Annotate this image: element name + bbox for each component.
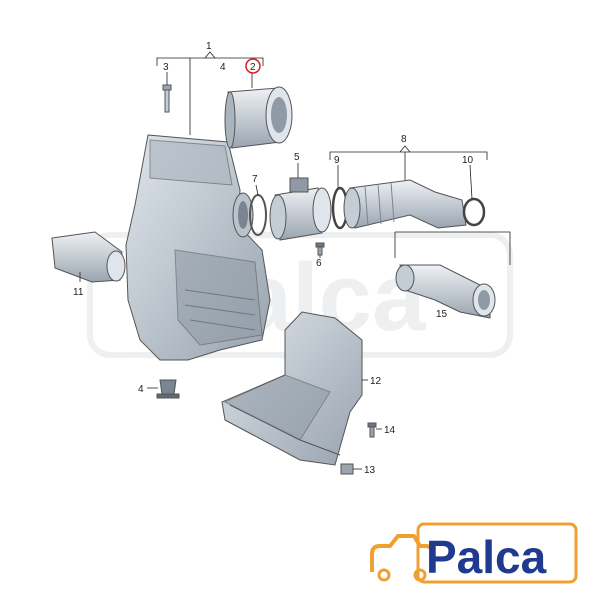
- screw-14: [367, 422, 377, 438]
- air-duct-12: [221, 311, 363, 466]
- bolt-3: [162, 84, 172, 113]
- label-8: 8: [401, 134, 407, 145]
- brand-logo: Palca: [370, 522, 578, 584]
- label-4-grommet: 4: [138, 384, 144, 395]
- logo-text: Palca: [426, 531, 547, 583]
- logo-frame: [416, 522, 578, 584]
- label-10: 10: [462, 155, 474, 166]
- label-13: 13: [364, 465, 376, 476]
- label-14: 14: [384, 425, 396, 436]
- intake-hose-8: [343, 179, 467, 229]
- label-4: 4: [220, 62, 226, 73]
- label-11: 11: [73, 287, 84, 298]
- car-icon: [370, 534, 434, 582]
- air-filter-housing: [125, 134, 271, 361]
- leader-lines: [79, 51, 511, 470]
- label-5: 5: [294, 152, 300, 163]
- label-9: 9: [334, 155, 340, 166]
- label-7: 7: [252, 174, 258, 185]
- intake-duct-11: [51, 231, 126, 283]
- part-labels: 1 3 4 2 5 6 7 8 9 10 11 12 13 14 15 4: [73, 41, 474, 476]
- label-15: 15: [436, 309, 448, 320]
- intake-hose-15: [395, 264, 496, 319]
- label-2: 2: [250, 62, 256, 73]
- grommet-4: [156, 379, 180, 399]
- air-mass-meter-5: [269, 177, 332, 241]
- label-12: 12: [370, 376, 382, 387]
- hose-clamp-10: [462, 197, 486, 227]
- highlight-circle: [245, 58, 261, 74]
- label-1: 1: [206, 41, 212, 52]
- nut-13: [340, 463, 354, 475]
- filter-element: [224, 86, 293, 149]
- label-6: 6: [316, 258, 322, 269]
- label-3: 3: [163, 62, 169, 73]
